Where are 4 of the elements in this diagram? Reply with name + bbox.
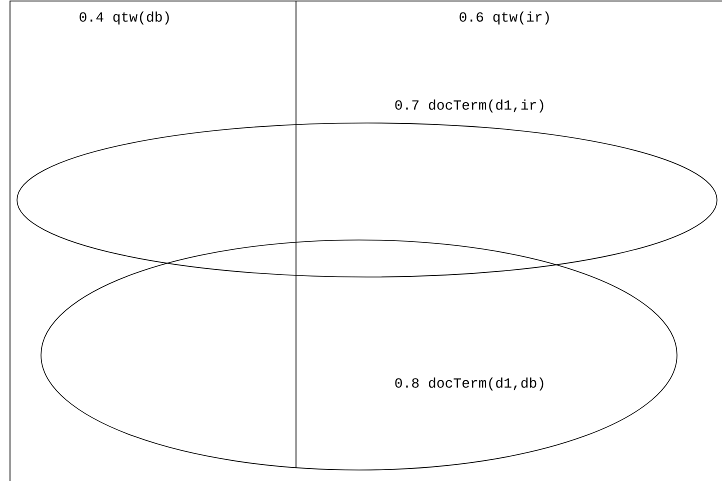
node-text: 0.8 docTerm(d1,db) [395, 377, 544, 390]
column-header: 0.6 qtw(ir) [460, 11, 549, 24]
node-text: 0.7 docTerm(d1,ir) [395, 99, 544, 112]
column-header: 0.4 qtw(db) [80, 11, 169, 24]
